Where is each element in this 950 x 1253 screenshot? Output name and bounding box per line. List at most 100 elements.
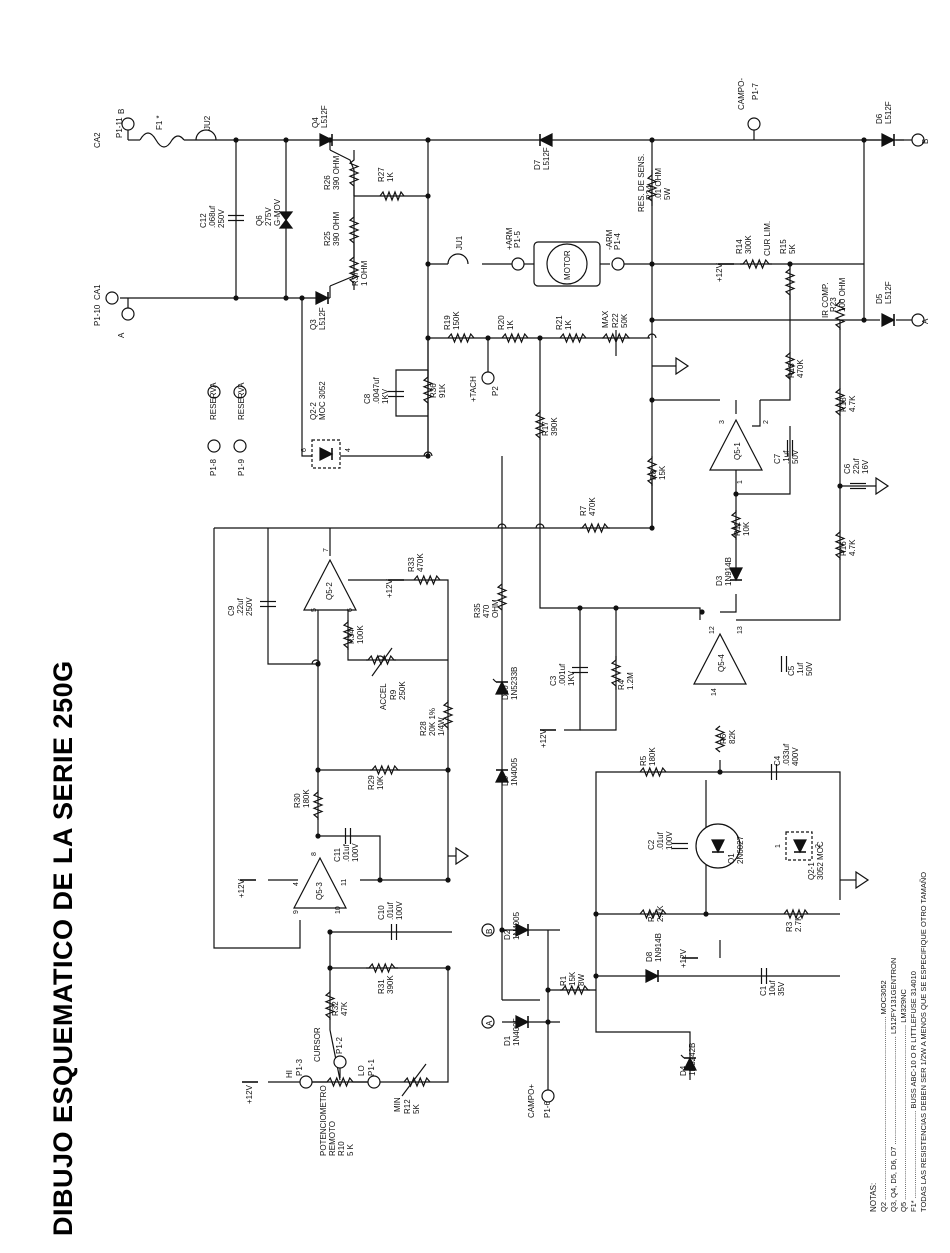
label-p1-9: P1-9 <box>237 459 246 476</box>
pin-number: 10 <box>335 906 342 914</box>
junction-dot <box>315 833 321 839</box>
resistor-r23 <box>834 300 846 330</box>
label-d7: D7 <box>533 159 542 170</box>
resistor-r20 <box>501 332 529 344</box>
pin-number: 3 <box>719 420 726 424</box>
label-r16: 4.7K <box>848 539 857 556</box>
label-c4: 400V <box>791 747 800 766</box>
label-12v: +12V <box>539 728 548 748</box>
label-ca1: CA1 <box>93 284 102 300</box>
op-amp-q5-2 <box>303 558 357 611</box>
label-r6: R6 <box>719 733 728 744</box>
label-r17: R17 <box>541 421 550 436</box>
varistor-q6-b <box>278 219 294 229</box>
pot-r12-arrow <box>401 1063 427 1097</box>
label-p1-6: P1-6 <box>543 1101 552 1118</box>
resistor-r30 <box>312 790 324 820</box>
label-r13: R13 <box>787 363 796 378</box>
label-d2: D2 <box>503 929 512 940</box>
resistor-r27 <box>379 190 405 202</box>
label-ca2: CA2 <box>93 132 102 148</box>
label-p1-3: P1-3 <box>295 1059 304 1076</box>
label-r36: R36 <box>429 383 438 398</box>
label-r23: R23 <box>829 297 838 312</box>
junction-dot <box>699 609 705 615</box>
label-r7: 470K <box>588 497 597 516</box>
label-r2: 2.7K <box>656 905 665 922</box>
wire <box>301 298 428 457</box>
label-reserva-1: RESERVA <box>209 382 218 420</box>
junction-dot <box>537 335 543 341</box>
diode-d9 <box>495 768 509 783</box>
resistor-r13 <box>784 352 796 380</box>
junction-dot <box>649 525 655 531</box>
junction-dot <box>545 1019 551 1025</box>
notes-line: Q3, Q4, D5, D6, D7 .....................… <box>889 958 898 1212</box>
label-r31: 390K <box>386 975 395 994</box>
label-res-sens: RES. DE SENS. <box>637 154 646 212</box>
label-d8: 1N914B <box>654 933 663 962</box>
pin-number: 2 <box>763 420 770 424</box>
diode-d2 <box>515 923 530 937</box>
label-r18: 4.7K <box>848 395 857 412</box>
label-d10: 1N5233B <box>510 667 519 700</box>
label-max: MAX <box>601 310 610 328</box>
label-c2: 100V <box>665 831 674 850</box>
wire-crossover <box>497 523 507 529</box>
thyristor-q3 <box>315 291 330 305</box>
label-12v: +12V <box>679 948 688 968</box>
junction-dot <box>861 137 867 143</box>
resistor-r36 <box>422 370 434 410</box>
label-d10: D10 <box>501 685 510 700</box>
label-r25: R25 <box>323 231 332 246</box>
op-amp-q5-4 <box>693 632 747 685</box>
resistor-r8 <box>646 456 658 486</box>
label-r34: R34 <box>347 629 356 644</box>
label-r20: 1K <box>506 320 515 330</box>
wire-crossover <box>647 333 657 339</box>
label-c5: .1uf <box>796 662 805 676</box>
label-r26: 390 OHM <box>332 155 341 190</box>
label-q2-1: Q2-1 <box>807 862 816 880</box>
wire <box>752 400 761 427</box>
junction-dot <box>283 295 289 301</box>
label-d4: D4 <box>679 1065 688 1076</box>
label-r8: R8 <box>649 469 658 480</box>
label-r27: 1K <box>386 172 395 182</box>
junction-dot <box>233 137 239 143</box>
label-r19: R19 <box>443 315 452 330</box>
label-b-mid: B <box>485 929 494 934</box>
label-12v: +12V <box>385 578 394 598</box>
label-reserva-2: RESERVA <box>237 382 246 420</box>
label-r2: R2 <box>647 911 656 922</box>
terminal-arm-minus <box>611 257 625 271</box>
label-c6: 22uf <box>852 458 861 474</box>
label-arm-plus: +ARM <box>505 227 514 250</box>
label-r34: 100K <box>356 625 365 644</box>
label-a-left: A <box>117 332 126 338</box>
resistor-r14 <box>740 258 772 270</box>
label-c12: .068uf <box>208 205 217 228</box>
resistor-r29 <box>370 764 400 776</box>
resistor-r25 <box>348 210 360 250</box>
ground-c6 <box>875 476 890 496</box>
notes-line: Q2 .....................................… <box>879 980 888 1212</box>
label-c9: .22uf <box>236 597 245 616</box>
junction-dot <box>425 137 431 143</box>
label-c11: C11 <box>333 847 342 862</box>
label-cursor: CURSOR <box>313 1027 322 1062</box>
label-q1: 2N6027 <box>736 835 745 864</box>
label-r29: R29 <box>367 775 376 790</box>
junction-dot <box>861 317 867 323</box>
wire <box>329 262 355 287</box>
pin-number: 12 <box>709 626 716 634</box>
label-arm-minus-pin: P1-4 <box>613 233 622 250</box>
junction-dot <box>283 137 289 143</box>
junction-dot <box>425 453 431 459</box>
label-12v: +12V <box>715 262 724 282</box>
resistor-r5 <box>639 766 667 778</box>
label-r28: 1/4W <box>437 717 446 736</box>
label-c3: 1KV <box>567 670 576 686</box>
label-r15: R15 <box>779 239 788 254</box>
